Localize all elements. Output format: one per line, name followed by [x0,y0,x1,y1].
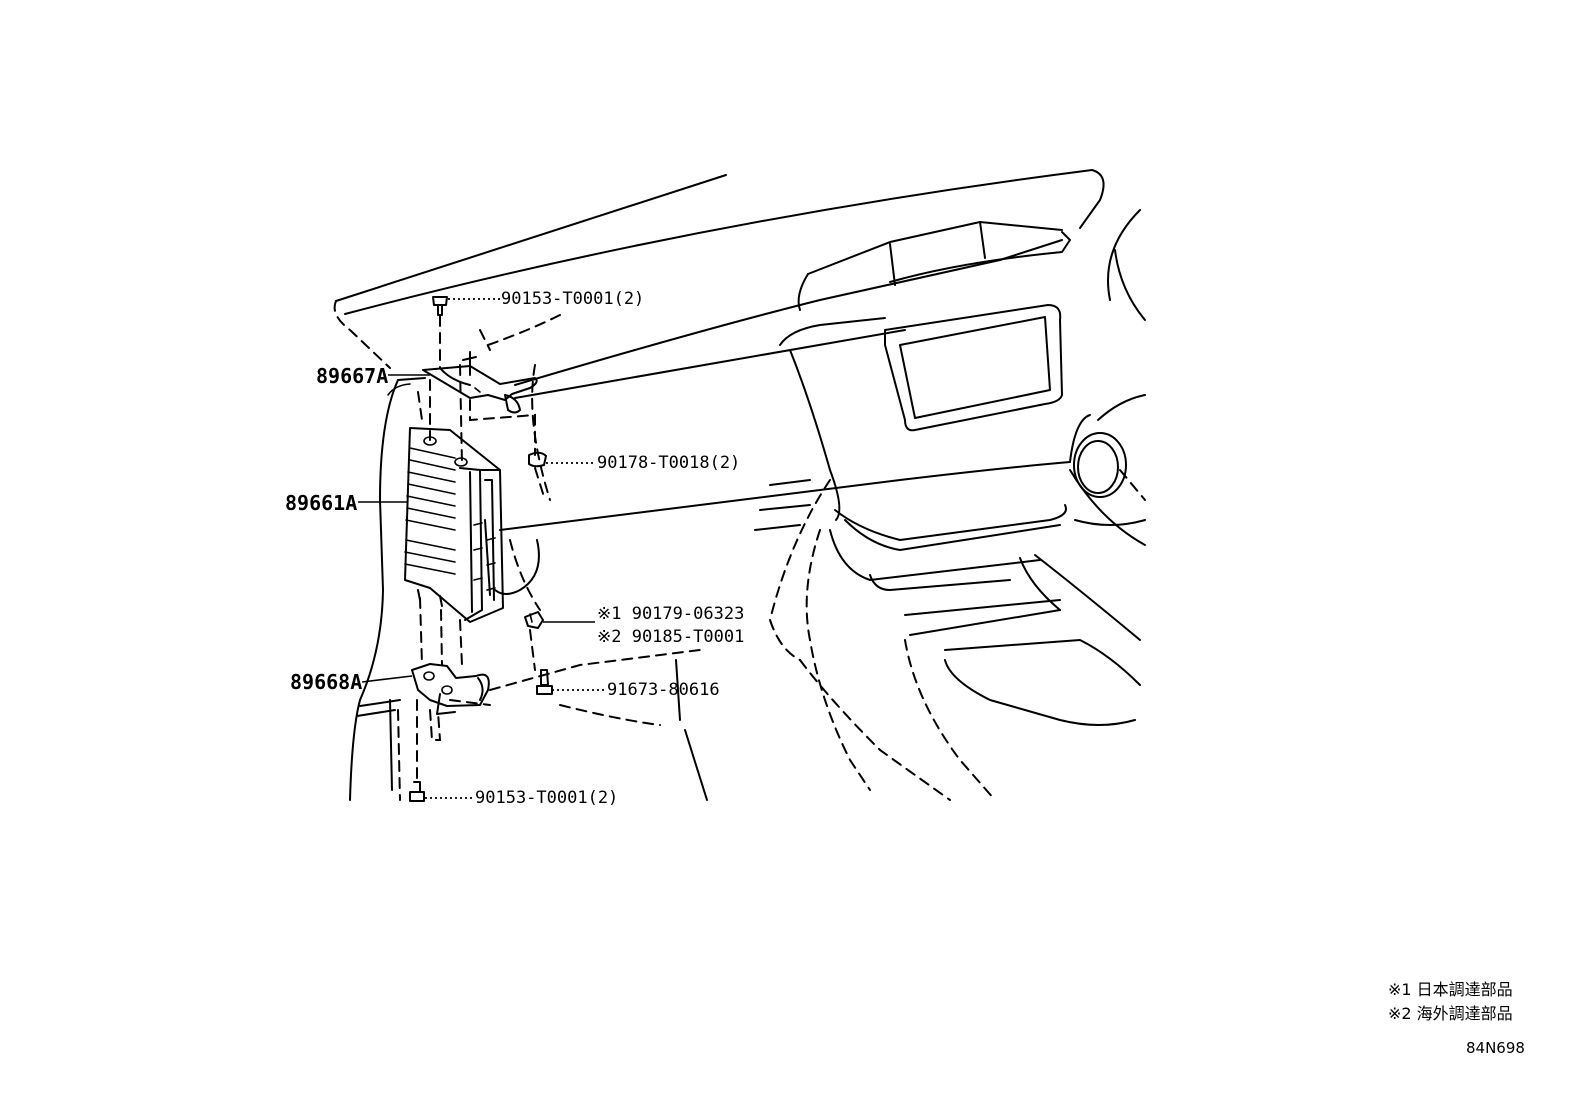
sourcing-note-2: ※2 海外調達部品 [1388,1004,1513,1023]
callout-screw-top: 90153-T0001(2) [501,289,644,309]
ecu-unit [404,427,504,623]
callout-clip-2: ※2 90185-T0001 [597,627,744,647]
diagram-id: 84N698 [1466,1039,1525,1057]
screw-bottom [409,781,425,802]
callout-nut: 90178-T0018(2) [597,453,740,473]
sourcing-note-1: ※1 日本調達部品 [1388,980,1513,999]
clip [524,611,544,629]
upper-bracket [422,351,538,414]
assembly-lines [416,315,546,781]
leader-lines [358,298,605,799]
dashboard-outline [333,169,1146,801]
bolt [536,669,553,695]
callout-screw-bottom: 90153-T0001(2) [475,788,618,808]
callout-89668A: 89668A [290,670,362,694]
callout-bolt: 91673-80616 [607,680,720,700]
screw-top [432,296,448,316]
callout-89661A: 89661A [285,491,357,515]
callout-89667A: 89667A [316,364,388,388]
callout-clip-1: ※1 90179-06323 [597,604,744,624]
lower-bracket [411,663,490,715]
